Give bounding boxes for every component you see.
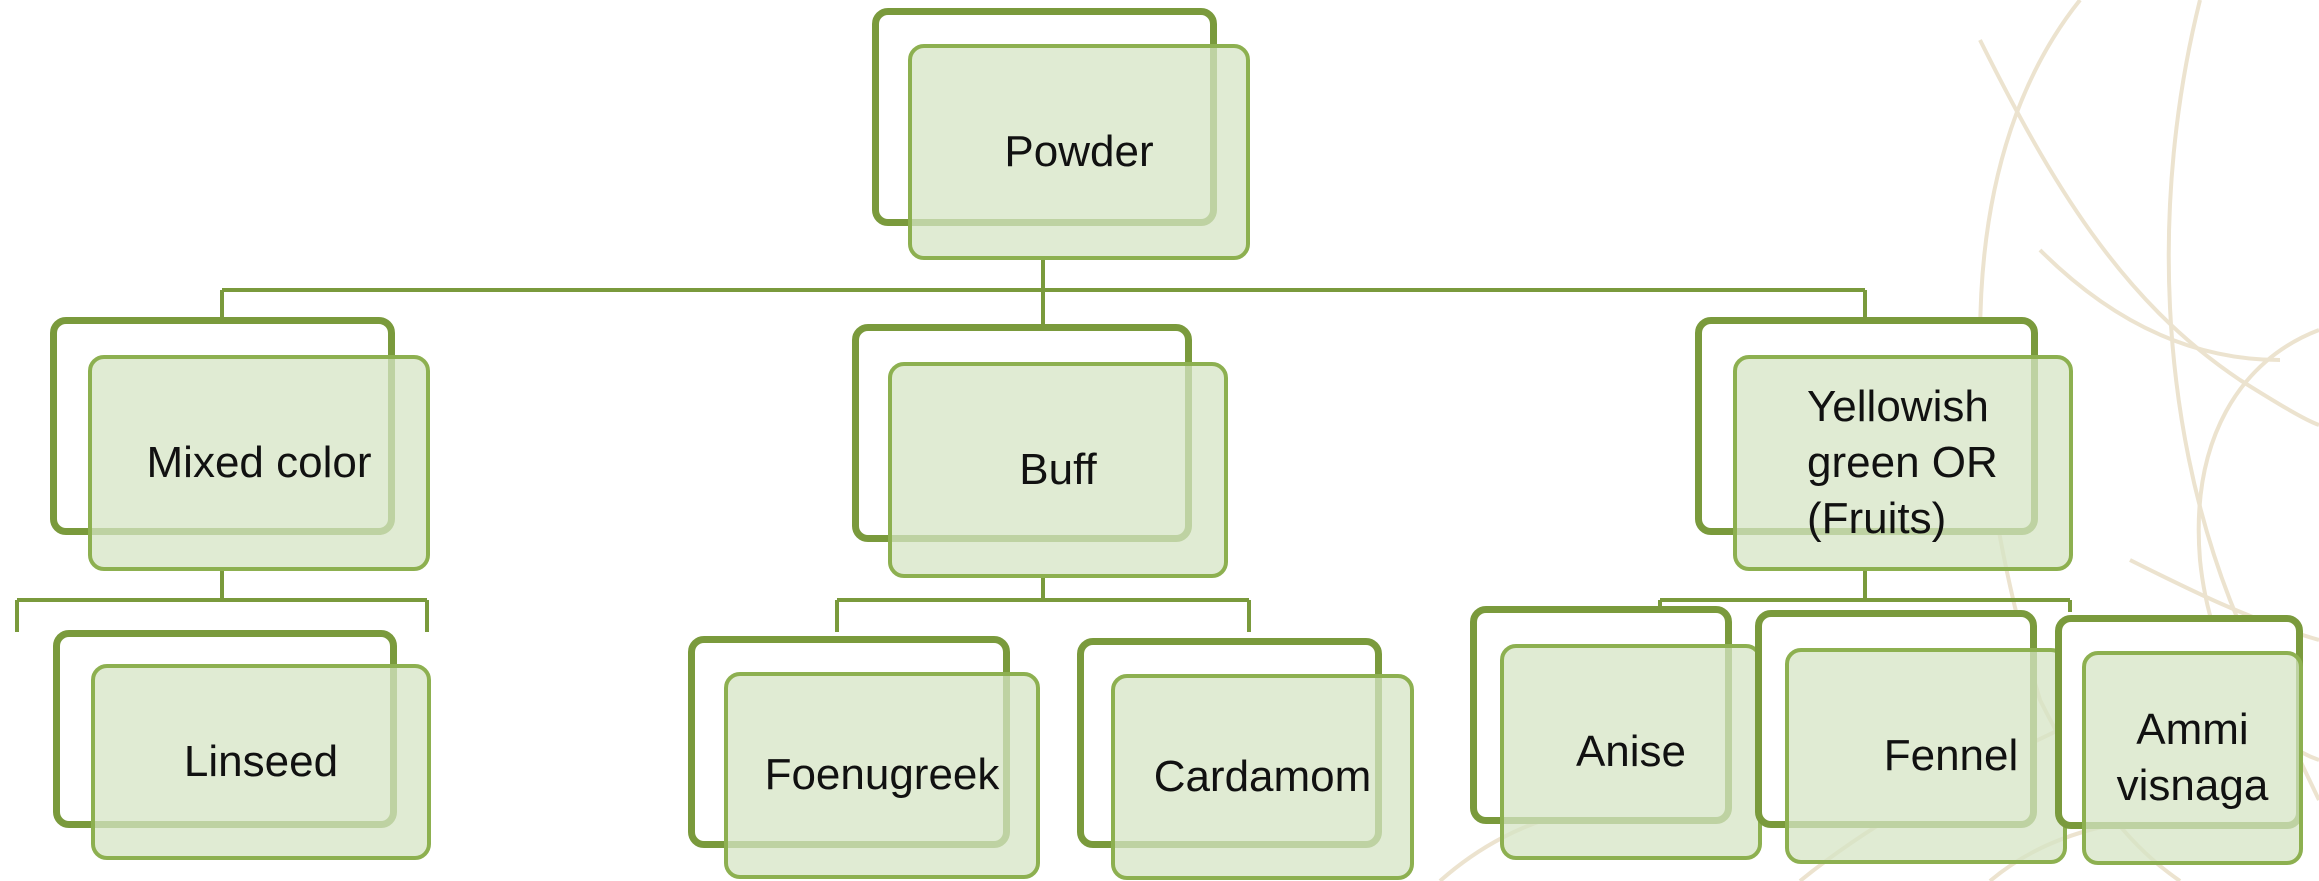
node-box: Yellowish green OR (Fruits)	[1733, 355, 2073, 571]
node-anise: Anise	[1470, 606, 1762, 860]
node-box: Buff	[888, 362, 1228, 578]
node-cardamom: Cardamom	[1077, 638, 1414, 881]
node-mixed-color: Mixed color	[50, 317, 430, 571]
node-fennel: Fennel	[1755, 610, 2067, 864]
node-label: Yellowish green OR (Fruits)	[1807, 381, 1998, 544]
node-yellowish-green: Yellowish green OR (Fruits)	[1695, 317, 2073, 571]
node-ammi-visnaga: Ammi visnaga	[2055, 615, 2303, 865]
node-box: Powder	[908, 44, 1250, 260]
node-label: Powder	[1004, 126, 1154, 176]
node-label: Mixed color	[146, 437, 372, 487]
node-label: Fennel	[1883, 730, 2019, 780]
node-label: Linseed	[183, 736, 339, 786]
node-label: Buff	[1019, 444, 1097, 494]
node-label: Foenugreek	[764, 750, 1000, 800]
node-label: Anise	[1575, 726, 1687, 776]
node-foenugreek: Foenugreek	[688, 636, 1040, 881]
node-box: Cardamom	[1111, 674, 1414, 880]
node-box: Ammi visnaga	[2082, 651, 2303, 865]
node-box: Fennel	[1785, 648, 2067, 864]
node-linseed: Linseed	[53, 630, 431, 860]
node-powder: Powder	[872, 8, 1250, 260]
node-box: Linseed	[91, 664, 431, 860]
node-box: Anise	[1500, 644, 1762, 860]
node-buff: Buff	[852, 324, 1228, 578]
node-label: Ammi visnaga	[2116, 704, 2269, 810]
node-label: Cardamom	[1153, 751, 1372, 801]
node-box: Mixed color	[88, 355, 430, 571]
node-box: Foenugreek	[724, 672, 1040, 879]
